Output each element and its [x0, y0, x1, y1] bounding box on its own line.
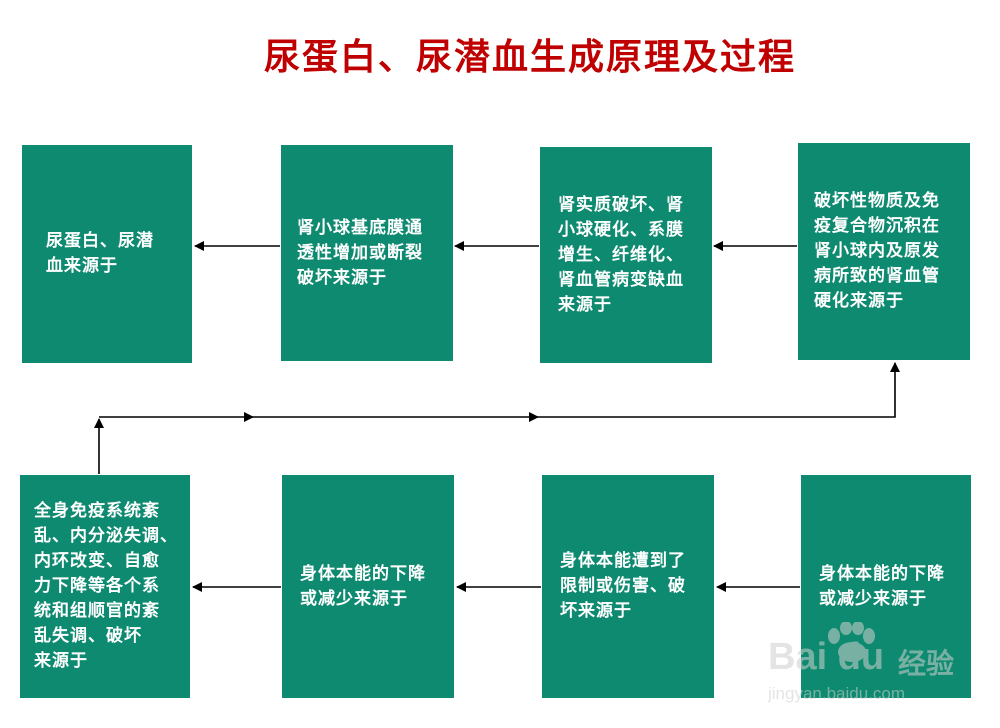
box-glomerular-membrane: 肾小球基底膜通 透性增加或断裂 破坏来源于 [281, 145, 453, 361]
box-text: 身体本能的下降 或减少来源于 [300, 563, 426, 609]
watermark-brand: 经验 [898, 647, 955, 680]
box-urine-protein-blood-source: 尿蛋白、尿潜 血来源于 [22, 145, 192, 363]
paw-icon [828, 622, 875, 662]
baidu-watermark: Bai du 经验 jingyan.baidu.com [760, 622, 990, 722]
watermark-url: jingyan.baidu.com [768, 684, 906, 703]
loop-line-to-b4 [538, 362, 900, 418]
box-text: 破坏性物质及免 疫复合物沉积在 肾小球内及原发 病所致的肾血管 硬化来源于 [814, 191, 940, 311]
box-systemic-immune-disorder: 全身免疫系统紊 乱、内分泌失调、 内环改变、自愈 力下降等各个系 统和组顺官的紊… [20, 475, 190, 698]
box-text: 全身免疫系统紊 乱、内分泌失调、 内环改变、自愈 力下降等各个系 统和组顺官的紊… [34, 501, 178, 671]
box-text: 肾实质破坏、肾 小球硬化、系膜 增生、纤维化、 肾血管病变缺血 来源于 [558, 194, 684, 315]
page-title: 尿蛋白、尿潜血生成原理及过程 [263, 37, 796, 78]
box-text: 肾小球基底膜通 透性增加或断裂 破坏来源于 [297, 217, 423, 288]
box-renal-parenchyma: 肾实质破坏、肾 小球硬化、系膜 增生、纤维化、 肾血管病变缺血 来源于 [540, 147, 712, 363]
box-body-instinct-decline-1: 身体本能的下降 或减少来源于 [282, 475, 454, 698]
box-text: 身体本能的下降 或减少来源于 [819, 563, 945, 609]
box-body-instinct-restricted: 身体本能遭到了 限制或伤害、破 坏来源于 [542, 475, 714, 698]
watermark-logo: Bai du [768, 636, 885, 678]
box-text: 尿蛋白、尿潜 血来源于 [46, 231, 154, 276]
box-text: 身体本能遭到了 限制或伤害、破 坏来源于 [560, 551, 686, 621]
box-immune-complex-deposition: 破坏性物质及免 疫复合物沉积在 肾小球内及原发 病所致的肾血管 硬化来源于 [798, 143, 970, 360]
box-body-instinct-decline-2: 身体本能的下降 或减少来源于 [801, 475, 971, 698]
